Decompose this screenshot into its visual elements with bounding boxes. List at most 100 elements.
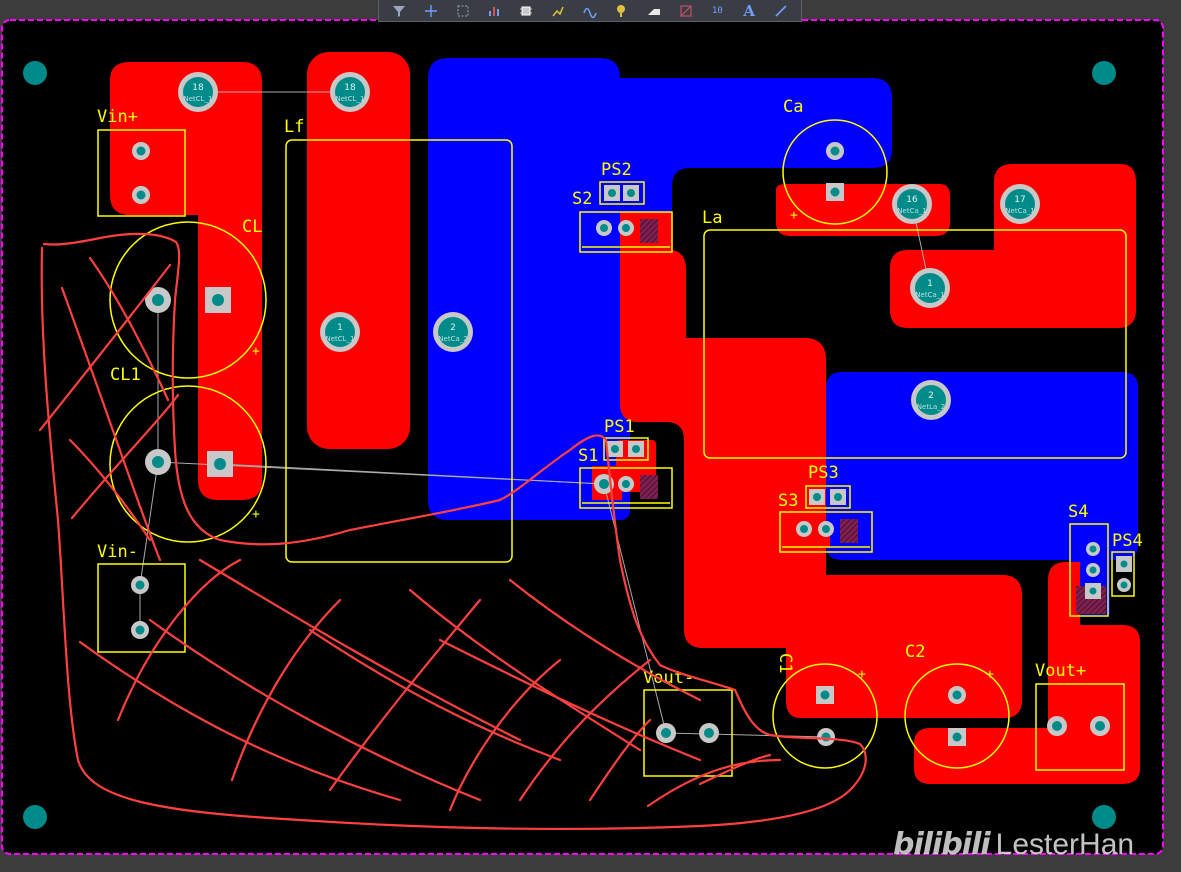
pad[interactable] [809,489,825,505]
round-pads [131,142,1131,746]
label-vin-minus: Vin- [97,542,138,562]
pad[interactable] [656,723,676,743]
svg-text:1: 1 [337,323,343,333]
pad[interactable] [618,220,634,236]
label-c1: C1 [775,653,795,673]
pad[interactable] [618,476,634,492]
sketch-annotation [38,232,867,830]
pad[interactable] [1086,542,1100,556]
pad[interactable] [830,489,846,505]
label-ps4: PS4 [1112,531,1143,551]
pad[interactable] [132,186,150,204]
polarity-plus: + [790,208,798,223]
svg-text:NetCa_1: NetCa_1 [1005,207,1034,215]
route-icon[interactable] [548,1,568,21]
label-ps3: PS3 [808,463,839,483]
pad-1-ca[interactable]: 1 NetCa_1 [910,268,950,308]
polarity-plus: + [858,667,866,682]
pad-1-cl[interactable]: 1 NetCL_1 [320,312,360,352]
bilibili-logo: bilibili [893,827,991,862]
pad[interactable] [816,686,834,704]
pad-17[interactable]: 17 NetCa_1 [1000,184,1040,224]
svg-text:18: 18 [192,83,204,93]
watermark: bilibili LesterHan [893,827,1134,862]
pad[interactable] [818,521,834,537]
mounting-hole [1092,805,1116,829]
svg-text:2: 2 [928,391,934,401]
pad[interactable] [207,451,233,477]
watermark-username: LesterHan [995,827,1135,861]
pad[interactable] [1116,556,1132,572]
string-icon[interactable]: 10 [711,5,723,16]
polarity-marks: + + + + + [252,208,994,682]
pad[interactable] [145,287,171,313]
select-rect-icon[interactable] [453,1,473,21]
pad[interactable] [205,287,231,313]
pad[interactable] [145,449,171,475]
svg-text:NetCL_1: NetCL_1 [183,95,212,103]
pad[interactable] [826,183,844,201]
pad[interactable] [948,686,966,704]
pad[interactable] [1090,716,1110,736]
polarity-plus: + [252,344,260,359]
line-icon[interactable] [771,1,791,21]
fill-icon[interactable] [644,1,664,21]
pad[interactable] [607,441,623,457]
mounting-hole [23,805,47,829]
crosshair-icon[interactable] [421,1,441,21]
pad-2-ca[interactable]: 2 NetCa_2 [433,312,473,352]
label-la: La [702,208,722,228]
svg-text:NetCL_1: NetCL_1 [325,335,354,343]
label-cl1: CL1 [110,365,141,385]
label-ps1: PS1 [604,417,635,437]
text-icon[interactable]: A [743,1,756,20]
via-icon[interactable] [612,1,632,21]
pad[interactable] [948,728,966,746]
pad[interactable] [1085,583,1101,599]
label-ps2: PS2 [601,160,632,180]
rule-icon[interactable] [676,1,696,21]
diff-pair-icon[interactable] [580,1,600,21]
filter-icon[interactable] [389,1,409,21]
svg-text:2: 2 [450,323,456,333]
svg-text:NetCa_1: NetCa_1 [915,291,944,299]
pad[interactable] [1086,563,1100,577]
pad-16[interactable]: 16 NetCa_1 [892,184,932,224]
pad[interactable] [628,441,644,457]
pad-18-a[interactable]: 18 NetCL_1 [178,72,218,112]
pad[interactable] [1117,578,1131,592]
silkscreen-layer [97,119,1135,777]
square-pads [205,183,1132,746]
svg-text:1: 1 [927,279,933,289]
pad[interactable] [596,220,612,236]
label-vout-minus: Vout- [643,668,694,688]
pad[interactable] [132,142,150,160]
pad[interactable] [623,185,639,201]
pad[interactable] [817,728,835,746]
label-s4: S4 [1068,502,1088,522]
label-s3: S3 [778,491,798,511]
pad[interactable] [604,185,620,201]
pad[interactable] [1047,716,1067,736]
mounting-hole [1092,61,1116,85]
pad-18-b[interactable]: 18 NetCL_1 [330,72,370,112]
pad[interactable] [131,576,149,594]
pad[interactable] [131,621,149,639]
pad-2-la[interactable]: 2 NetLa_2 [911,380,951,420]
label-s1: S1 [578,446,598,466]
pad[interactable] [796,521,812,537]
label-ca: Ca [783,97,803,117]
chart-icon[interactable] [484,1,504,21]
label-cl: CL [242,217,262,237]
svg-text:NetCa_2: NetCa_2 [438,335,467,343]
designator-labels: Vin+ CL CL1 Vin- Lf PS2 S2 Ca La PS1 S1 … [97,97,1143,688]
pad[interactable] [699,723,719,743]
pad[interactable] [826,142,844,160]
svg-text:NetCL_1: NetCL_1 [335,95,364,103]
top-copper-layer [110,52,1140,784]
component-icon[interactable] [516,1,536,21]
label-vout-plus: Vout+ [1035,661,1086,681]
pcb-toolbar: 10 A [378,0,802,22]
label-lf: Lf [284,117,304,137]
